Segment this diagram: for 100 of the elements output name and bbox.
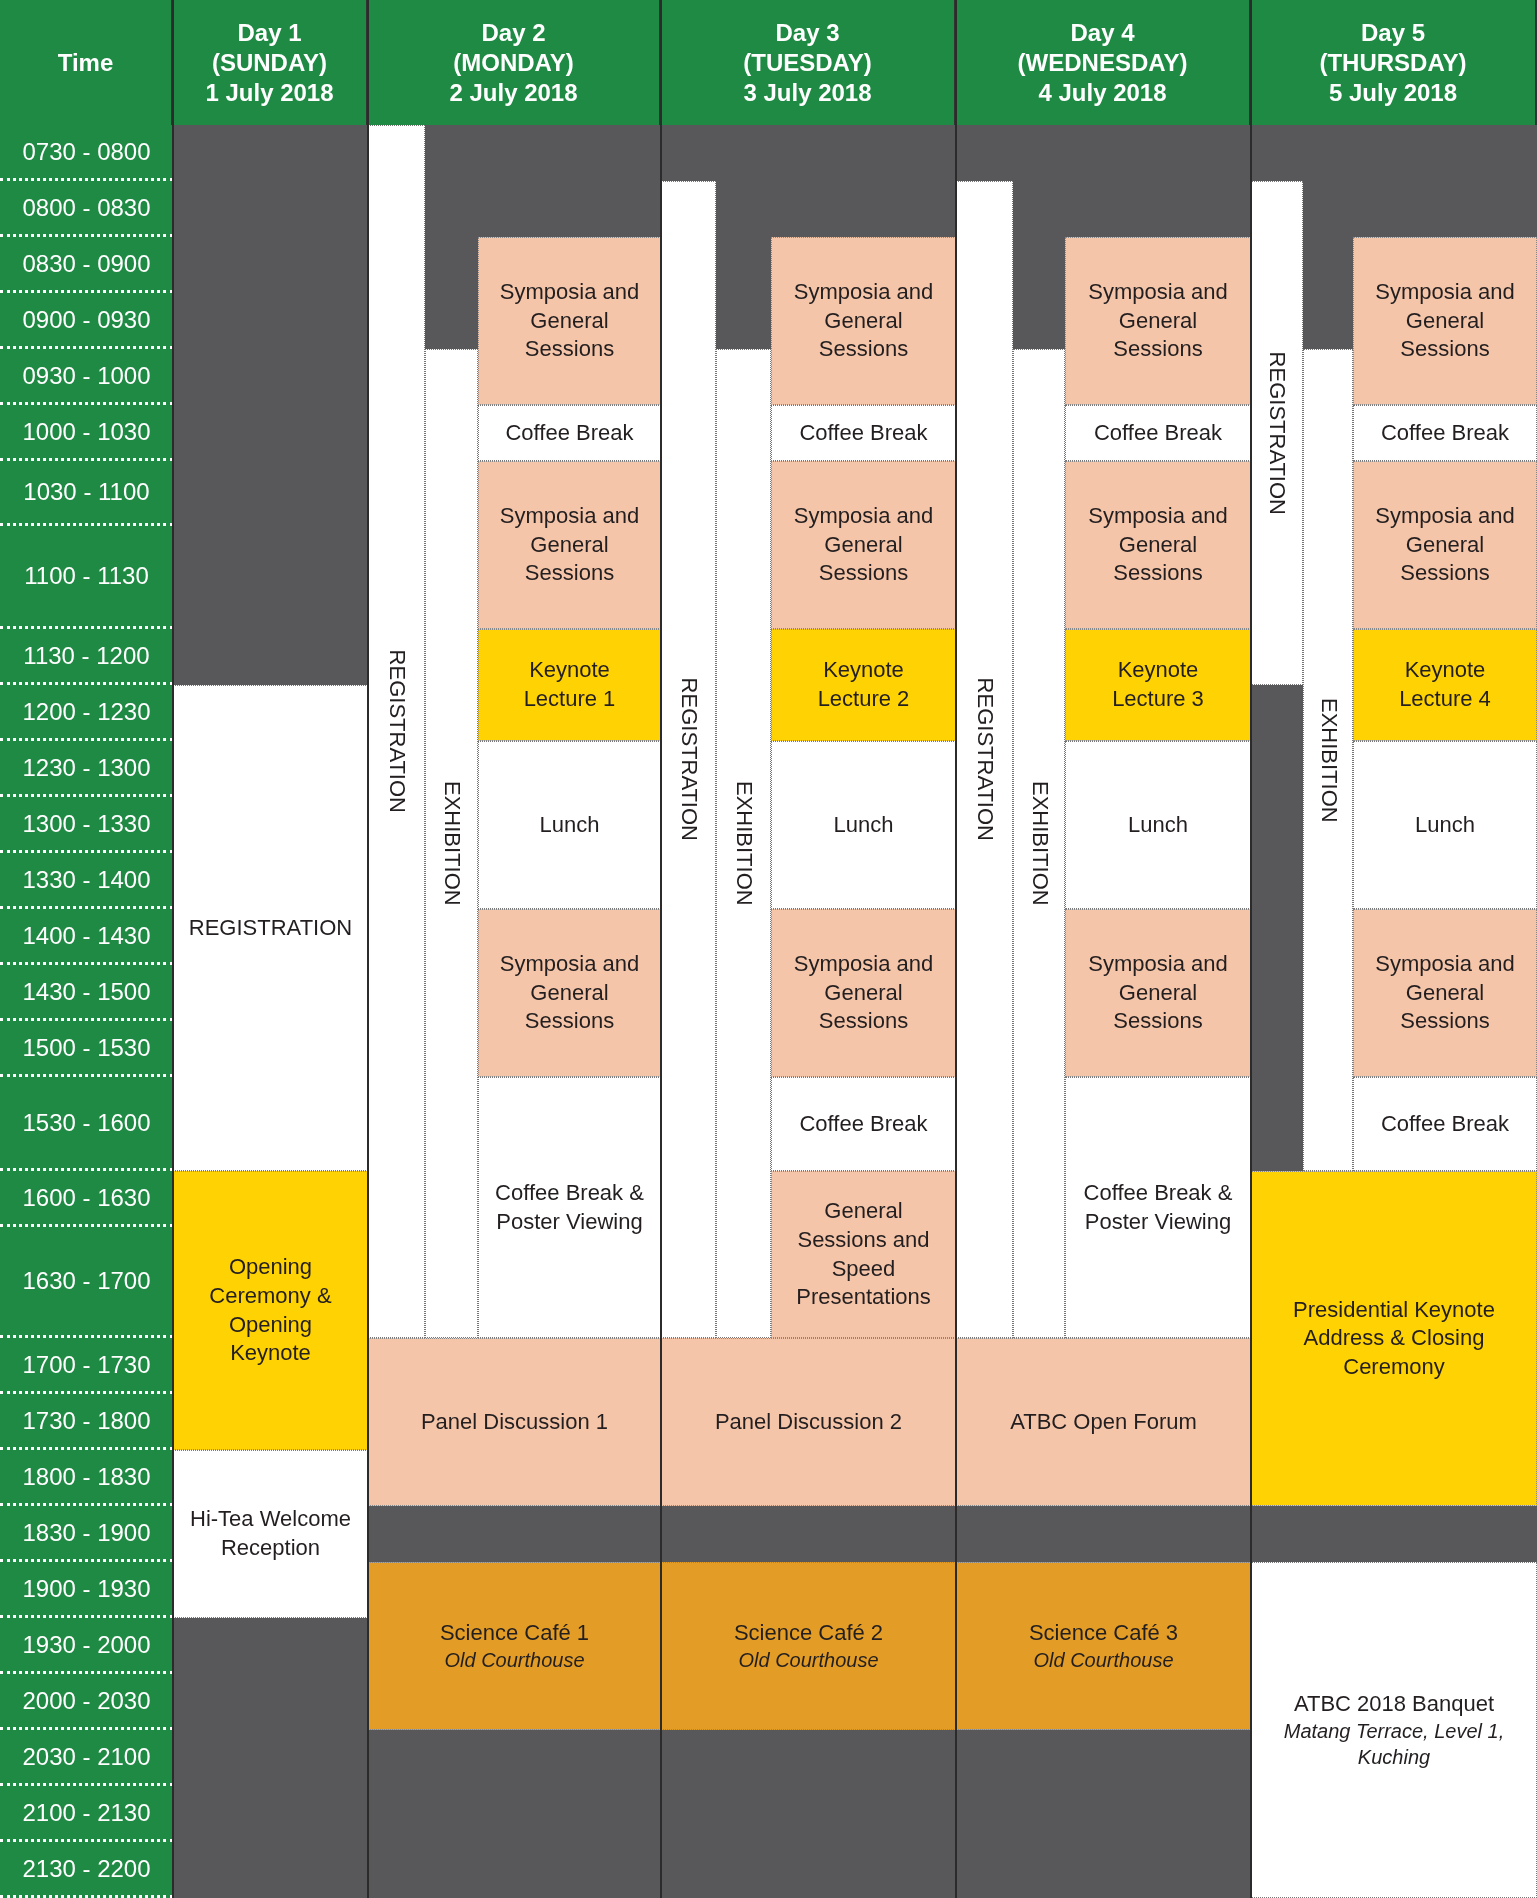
block-label: Symposia and General Sessions xyxy=(1087,278,1229,364)
block-label: Symposia and General Sessions xyxy=(792,502,935,588)
session-block xyxy=(1065,461,1251,629)
block-label: Lunch xyxy=(1415,810,1475,839)
schedule-block xyxy=(478,1077,661,1338)
block-label: Coffee Break xyxy=(799,418,928,447)
block-label: Coffee Break xyxy=(1094,418,1222,447)
block-label: Symposia and General Sessions xyxy=(498,950,641,1036)
schedule-block xyxy=(771,405,956,461)
block-label: Symposia and General Sessions xyxy=(1374,950,1516,1036)
vertical-strip xyxy=(1013,349,1065,1338)
session-block xyxy=(368,1338,661,1506)
block-label: Coffee Break & Poster Viewing xyxy=(1082,1178,1234,1236)
session-block xyxy=(661,1338,956,1506)
evening-block xyxy=(368,1562,661,1730)
time-label: 0800 - 0830 xyxy=(22,192,151,223)
vertical-strip xyxy=(1303,349,1353,1171)
column-heading: 1 July 2018 xyxy=(205,77,334,108)
time-label: 1530 - 1600 xyxy=(22,1107,151,1138)
time-label: 2000 - 2030 xyxy=(22,1685,151,1716)
column-heading: 5 July 2018 xyxy=(1328,77,1458,108)
vertical-label: REGISTRATION xyxy=(971,677,999,842)
time-label: 1100 - 1130 xyxy=(24,561,149,592)
column-heading: (SUNDAY) xyxy=(211,47,328,78)
header-cell xyxy=(0,0,173,125)
vertical-strip xyxy=(425,349,478,1338)
block-label: Symposia and General Sessions xyxy=(1087,950,1229,1036)
time-label: 1230 - 1300 xyxy=(22,752,151,783)
vertical-strip xyxy=(956,181,1013,1338)
vertical-label: EXHIBITION xyxy=(438,781,466,906)
session-block xyxy=(956,1338,1251,1506)
column-heading: (WEDNESDAY) xyxy=(1017,47,1188,78)
time-label: 1300 - 1330 xyxy=(22,808,151,839)
time-label: 1600 - 1630 xyxy=(22,1182,151,1213)
session-block xyxy=(771,909,956,1077)
session-block xyxy=(1065,909,1251,1077)
block-label: Science Café 3 xyxy=(1028,1618,1179,1647)
highlight-block xyxy=(1251,1171,1537,1506)
time-label: 1200 - 1230 xyxy=(22,696,151,727)
time-label: 0930 - 1000 xyxy=(22,360,151,391)
time-label: 1000 - 1030 xyxy=(22,416,151,447)
time-label: 2030 - 2100 xyxy=(22,1741,151,1772)
time-label: 2130 - 2200 xyxy=(22,1853,151,1884)
block-label: Presidential Keynote Address & Closing Ceremony xyxy=(1292,1295,1496,1381)
column-heading: Day 5 xyxy=(1360,17,1425,48)
schedule-block xyxy=(1353,741,1537,909)
column-heading: (TUESDAY) xyxy=(743,47,872,78)
vertical-label: EXHIBITION xyxy=(1315,697,1343,823)
schedule-block xyxy=(1353,1077,1537,1171)
column-heading: 4 July 2018 xyxy=(1038,77,1167,108)
time-label: 1830 - 1900 xyxy=(22,1517,151,1548)
header-cell xyxy=(661,0,956,125)
block-label: Symposia and General Sessions xyxy=(1374,502,1516,588)
session-block xyxy=(478,909,661,1077)
header-cell xyxy=(173,0,368,125)
vertical-strip xyxy=(661,181,716,1338)
block-label: Science Café 2 xyxy=(733,1618,884,1647)
column-heading: Day 1 xyxy=(237,17,302,48)
block-label: Coffee Break xyxy=(505,418,634,447)
schedule-block xyxy=(1251,1562,1537,1898)
block-label: Keynote Lecture 4 xyxy=(1398,656,1492,713)
time-label: 1500 - 1530 xyxy=(22,1032,151,1063)
time-label: 1700 - 1730 xyxy=(22,1349,151,1380)
time-label: 1900 - 1930 xyxy=(22,1573,151,1604)
schedule-block xyxy=(1353,405,1537,461)
block-label: Old Courthouse xyxy=(1033,1648,1174,1674)
block-label: Coffee Break xyxy=(1381,1109,1509,1138)
header-cell xyxy=(368,0,661,125)
schedule-block xyxy=(478,741,661,909)
block-label: Symposia and General Sessions xyxy=(792,278,935,364)
evening-block xyxy=(956,1562,1251,1730)
highlight-block xyxy=(173,1171,368,1450)
session-block xyxy=(478,461,661,629)
block-label: Opening Ceremony & Opening Keynote xyxy=(208,1253,333,1368)
block-label: Symposia and General Sessions xyxy=(498,502,641,588)
vertical-label: REGISTRATION xyxy=(383,649,411,814)
schedule-block xyxy=(478,405,661,461)
block-label: Keynote Lecture 1 xyxy=(522,656,617,713)
block-label: ATBC Open Forum xyxy=(1010,1407,1197,1436)
session-block xyxy=(771,1171,956,1338)
time-label: 1930 - 2000 xyxy=(22,1629,151,1660)
time-label: 0900 - 0930 xyxy=(22,304,151,335)
column-heading: 3 July 2018 xyxy=(743,77,872,108)
time-label: 1630 - 1700 xyxy=(22,1266,151,1297)
column-heading: (THURSDAY) xyxy=(1319,47,1467,78)
vertical-label: EXHIBITION xyxy=(1026,781,1054,906)
schedule-block xyxy=(771,741,956,909)
time-label: 1430 - 1500 xyxy=(22,976,151,1007)
schedule-block xyxy=(1065,405,1251,461)
session-block xyxy=(478,237,661,405)
time-label: 1400 - 1430 xyxy=(22,920,151,951)
time-label: 2100 - 2130 xyxy=(22,1797,151,1828)
vertical-label: EXHIBITION xyxy=(730,781,758,906)
column-heading: Day 2 xyxy=(481,17,546,48)
schedule-block xyxy=(1065,741,1251,909)
block-label: Lunch xyxy=(539,810,600,839)
block-label: Hi-Tea Welcome Reception xyxy=(190,1505,351,1562)
vertical-strip xyxy=(716,349,771,1338)
time-label: 1800 - 1830 xyxy=(22,1461,151,1492)
schedule-block xyxy=(173,1450,368,1618)
